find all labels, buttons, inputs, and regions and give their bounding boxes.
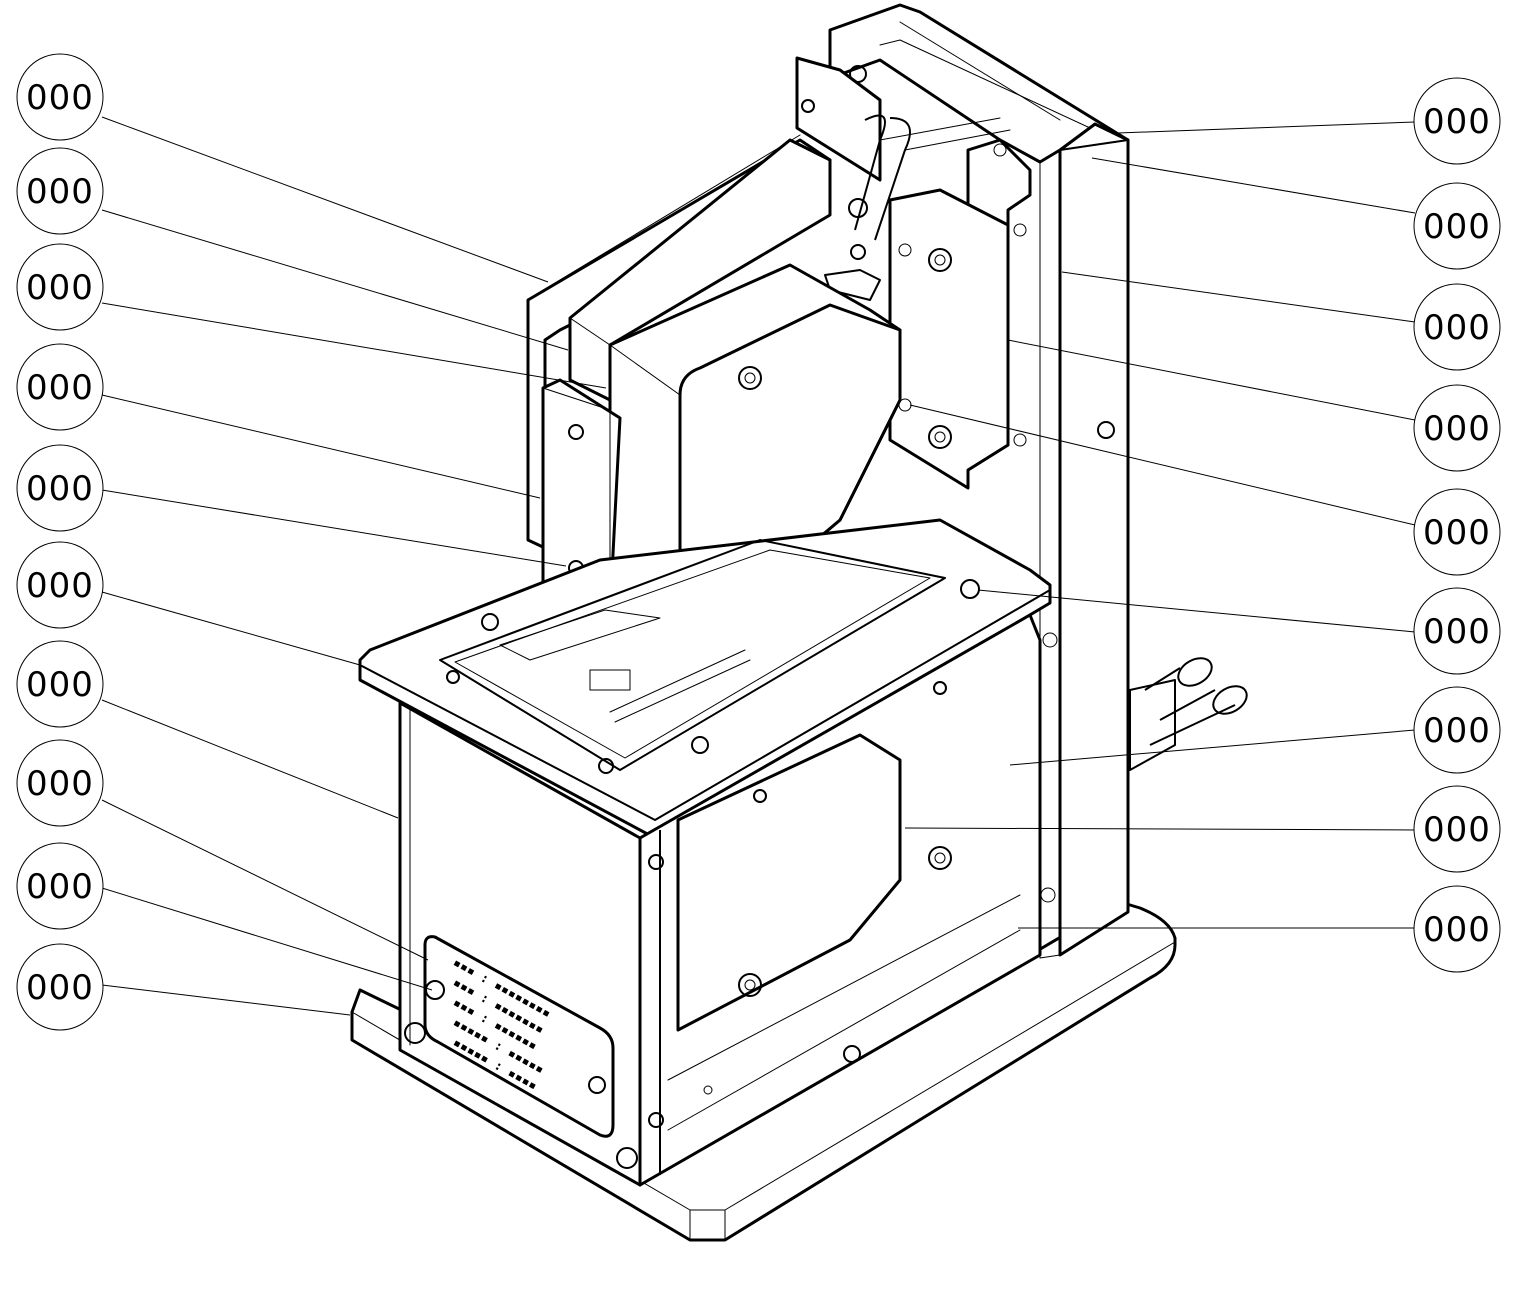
- callout-balloon: 000: [16, 541, 104, 629]
- callout-balloon: 000: [16, 343, 104, 431]
- callout-label: 000: [26, 469, 94, 509]
- callout-balloon: 000: [1413, 488, 1501, 576]
- callout-balloon: 000: [16, 739, 104, 827]
- callout-label: 000: [1423, 910, 1491, 950]
- callout-balloon: 000: [16, 943, 104, 1031]
- callout-label: 000: [1423, 810, 1491, 850]
- callout-balloon: 000: [1413, 587, 1501, 675]
- callout-label: 000: [26, 867, 94, 907]
- callout-balloon: 000: [16, 243, 104, 331]
- mounting-block-right: [888, 138, 1032, 490]
- callout-label: 000: [1423, 612, 1491, 652]
- callout-balloon: 000: [1413, 77, 1501, 165]
- callout-balloon: 000: [16, 53, 104, 141]
- front-clamp-plate: [541, 378, 622, 614]
- vertical-column: [828, 3, 1130, 959]
- callout-label: 000: [1423, 102, 1491, 142]
- callout-label: 000: [1423, 207, 1491, 247]
- upper-mounting-plates: [526, 134, 832, 550]
- cable: [824, 114, 1011, 301]
- callout-label: 000: [26, 665, 94, 705]
- callout-balloon: 000: [1413, 283, 1501, 371]
- callout-label: 000: [26, 78, 94, 118]
- fixture-assembly: ▪▪▪ : ▪▪▪▪▪▪▪▪ ▪▪▪ : ▪▪▪▪▪▪▪ ▪▪▪ : ▪▪▪▪▪…: [350, 3, 1248, 1242]
- callout-balloon: 000: [16, 444, 104, 532]
- callout-balloon: 000: [1413, 885, 1501, 973]
- balloons-right: 000 000 000 000 000 000 000 000 000: [1413, 77, 1501, 973]
- callout-balloon: 000: [16, 147, 104, 235]
- callout-balloon: 000: [1413, 785, 1501, 873]
- callout-label: 000: [1423, 513, 1491, 553]
- callout-label: 000: [1423, 711, 1491, 751]
- balloons-left: 000 000 000 000 000 000 000 000 000 000: [16, 53, 104, 1031]
- callout-balloon: 000: [1413, 686, 1501, 774]
- leader-lines: [101, 116, 1416, 1016]
- callout-balloon: 000: [1413, 182, 1501, 270]
- callout-label: 000: [26, 368, 94, 408]
- callout-label: 000: [26, 764, 94, 804]
- callout-balloon: 000: [16, 640, 104, 728]
- callout-label: 000: [1423, 409, 1491, 449]
- nameplate: ▪▪▪ : ▪▪▪▪▪▪▪▪ ▪▪▪ : ▪▪▪▪▪▪▪ ▪▪▪ : ▪▪▪▪▪…: [404, 935, 638, 1169]
- callout-label: 000: [26, 172, 94, 212]
- callout-balloon: 000: [16, 842, 104, 930]
- callout-label: 000: [26, 566, 94, 606]
- top-platform: [358, 518, 1052, 840]
- callout-balloon: 000: [1413, 384, 1501, 472]
- callout-label: 000: [1423, 308, 1491, 348]
- callout-label: 000: [26, 968, 94, 1008]
- air-fittings: [1129, 657, 1248, 771]
- callout-label: 000: [26, 268, 94, 308]
